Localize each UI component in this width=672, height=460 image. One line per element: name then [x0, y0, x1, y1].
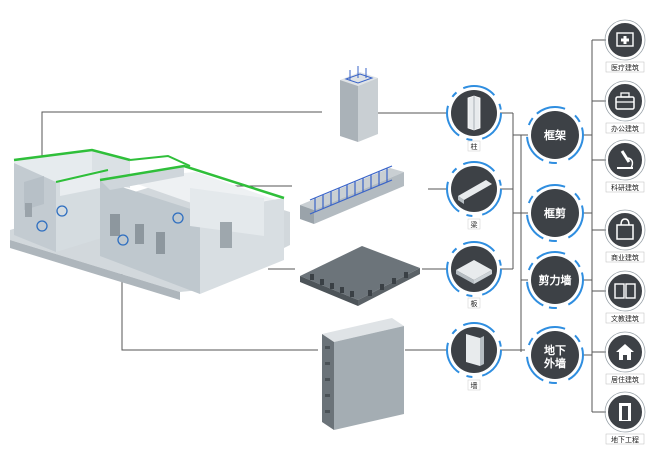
highlight-circle-4: [117, 234, 129, 246]
component-circle-wall[interactable]: 墙: [446, 322, 502, 391]
building-type-label: 居住建筑: [611, 375, 639, 384]
component-label-wall: 墙: [471, 381, 478, 390]
system-label-frame-shear: 框剪: [544, 206, 566, 220]
system-circle-frame[interactable]: 框架: [526, 106, 584, 164]
briefcase-icon: [615, 92, 635, 110]
building-type-label: 科研建筑: [611, 183, 639, 192]
highlight-circle-3: [172, 212, 184, 224]
beam-illustration: [300, 165, 404, 224]
door-icon: [619, 403, 631, 421]
system-circle-basement-wall[interactable]: 地下外墙: [526, 326, 584, 384]
component-circle-column[interactable]: 柱: [446, 85, 502, 152]
building-model: [10, 148, 290, 300]
shopping-bag-icon: [616, 218, 634, 240]
highlight-circle-1: [36, 220, 48, 232]
wall-illustration: [322, 318, 404, 430]
slab-illustration: [300, 246, 420, 306]
microscope-icon: [617, 150, 634, 169]
building-type-medical[interactable]: 医疗建筑: [604, 19, 646, 73]
system-circle-frame-shear[interactable]: 框剪: [526, 184, 584, 242]
building-type-label: 商业建筑: [611, 253, 639, 262]
building-type-underground[interactable]: 地下工程: [604, 391, 646, 445]
building-type-research[interactable]: 科研建筑: [604, 139, 646, 193]
component-circle-slab[interactable]: 板: [446, 241, 502, 309]
building-type-commercial[interactable]: 商业建筑: [604, 209, 646, 263]
component-label-slab: 板: [471, 299, 478, 308]
system-label-basement-wall: 地下外墙: [543, 343, 566, 370]
system-label-shear-wall: 剪力墙: [539, 273, 572, 287]
building-type-office[interactable]: 办公建筑: [604, 80, 646, 134]
house-icon: [616, 344, 634, 360]
book-icon: [614, 283, 636, 299]
building-type-label: 地下工程: [611, 435, 639, 444]
system-label-frame: 框架: [544, 128, 566, 142]
building-type-label: 文教建筑: [611, 314, 639, 323]
building-type-label: 办公建筑: [611, 124, 639, 133]
component-label-beam: 梁: [471, 220, 478, 229]
building-type-residential[interactable]: 居住建筑: [604, 331, 646, 385]
building-type-label: 医疗建筑: [611, 63, 639, 72]
hospital-icon: [616, 32, 634, 47]
system-circle-shear-wall[interactable]: 剪力墙: [526, 251, 584, 309]
highlight-circle-2: [56, 205, 68, 217]
column-illustration: [340, 66, 378, 142]
building-type-education[interactable]: 文教建筑: [604, 270, 646, 324]
component-circle-beam[interactable]: 梁: [446, 161, 502, 230]
component-label-column: 柱: [471, 142, 478, 151]
connector-house-column: [41, 111, 322, 158]
